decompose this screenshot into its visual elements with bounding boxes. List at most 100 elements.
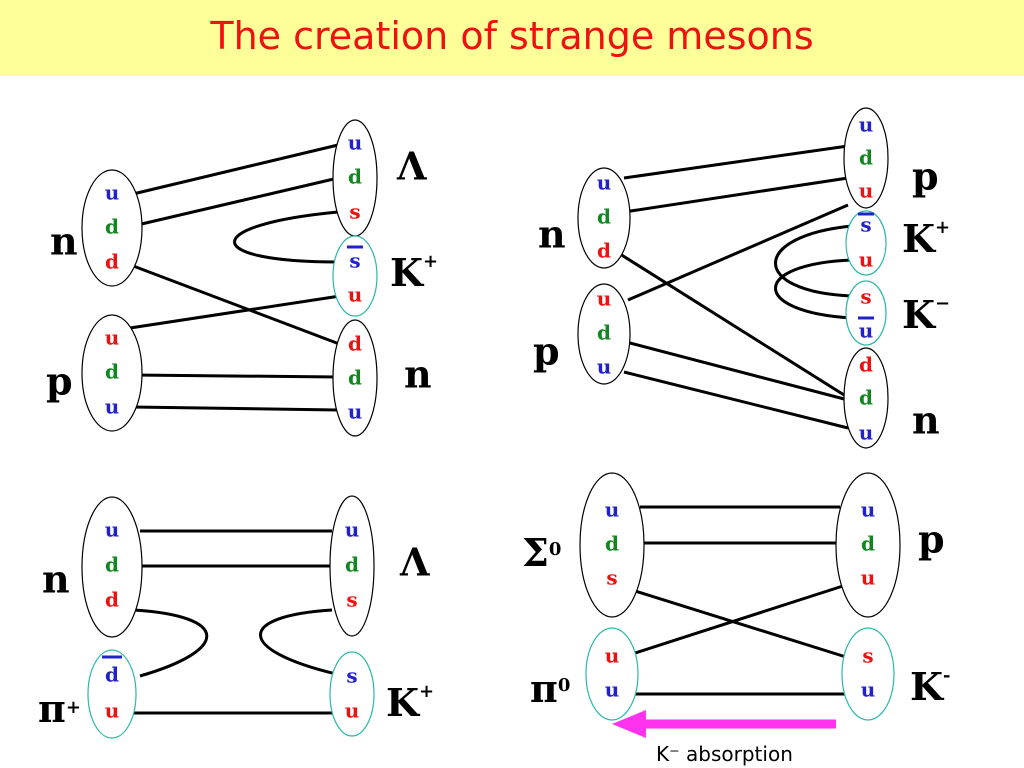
quark: u [105, 518, 120, 542]
quark: s [349, 249, 360, 273]
particle-label: n [912, 398, 940, 443]
particle-label: K− [902, 292, 950, 337]
quark-line [131, 405, 339, 412]
quark: s [862, 644, 873, 668]
particle-label-main: Σ [522, 530, 549, 575]
quark: u [859, 248, 874, 272]
quark: d [105, 588, 119, 612]
absorption-arrow-head [612, 710, 646, 738]
particle-label: n [42, 557, 70, 602]
particle-label: Λ [399, 540, 430, 585]
title-bar [0, 0, 1024, 76]
particle-label: p [912, 154, 939, 199]
particle-label-sup: + [935, 217, 950, 238]
meson-oval-kplus [332, 235, 378, 317]
particle-label-main: K [910, 664, 945, 709]
quark: s [860, 213, 871, 237]
quark-line [623, 144, 849, 180]
quark: u [597, 355, 612, 379]
quark: d [105, 360, 119, 384]
particle-label-main: π [38, 686, 66, 731]
quark: u [345, 699, 360, 723]
particle-label-main: π [530, 666, 558, 711]
particle-label-sup: + [423, 251, 438, 272]
quark: s [349, 200, 360, 224]
hadron-oval-p [843, 107, 889, 209]
quark: d [105, 215, 119, 239]
particle-label: π0 [530, 666, 570, 711]
quark-line [132, 176, 339, 228]
quark-line [129, 294, 341, 330]
hadron-oval-lambda [329, 495, 375, 637]
particle-label: K- [910, 664, 951, 709]
quark: d [859, 386, 873, 410]
quark: u [861, 566, 876, 590]
quark: d [348, 165, 362, 189]
pair-creation-loop [233, 210, 339, 264]
particle-label: π+ [38, 686, 81, 731]
quark: u [105, 699, 120, 723]
particle-label-main: K [386, 680, 421, 725]
particle-label-sup: + [419, 681, 434, 702]
particle-label: p [918, 517, 945, 562]
quark: u [859, 421, 874, 445]
quark: s [346, 588, 357, 612]
particle-label: Σ0 [522, 530, 561, 575]
hadron-oval-n [843, 347, 889, 449]
absorption-caption: K⁻ absorption [656, 742, 793, 766]
quark: d [597, 205, 611, 229]
quark: u [605, 678, 620, 702]
quark: u [605, 498, 620, 522]
particle-label: p [46, 359, 73, 404]
quark: d [859, 353, 873, 377]
quark-line [631, 583, 847, 656]
particle-label-sup: 0 [558, 675, 571, 696]
meson-oval-kminus [841, 627, 895, 721]
panel-top-right: u d d u d u u d u s u s u d d u n p p K+… [533, 107, 950, 449]
hadron-oval-n [81, 169, 143, 287]
particle-label: p [533, 329, 560, 374]
slide-title: The creation of strange mesons [210, 14, 814, 58]
particle-label-sup: + [66, 697, 81, 718]
particle-label: K+ [902, 216, 950, 261]
hadron-oval-sigma [579, 472, 645, 618]
particle-label-main: K [902, 216, 937, 261]
pair-creation-loop [774, 258, 853, 320]
quark: d [105, 553, 119, 577]
quark-line [623, 176, 849, 214]
hadron-oval-p [81, 314, 143, 432]
hadron-oval-n [332, 319, 378, 437]
meson-oval-pizero [585, 627, 639, 721]
quark: u [859, 113, 874, 137]
quark: d [861, 532, 875, 556]
quark: d [105, 663, 119, 687]
particle-label-sup: 0 [549, 539, 562, 560]
quark-line [631, 588, 847, 659]
particle-label-main: K [390, 250, 425, 295]
particle-label-sup: - [943, 665, 950, 686]
quark: u [105, 181, 120, 205]
hadron-oval-n [577, 167, 631, 269]
quark-line [131, 373, 339, 379]
quark: u [348, 400, 363, 424]
quark: s [606, 566, 617, 590]
particle-label: n [538, 212, 566, 257]
quark: s [860, 285, 871, 309]
quark-line [623, 370, 849, 430]
quark-line [619, 252, 853, 402]
quark: u [861, 498, 876, 522]
particle-label: n [404, 352, 432, 397]
quark: u [605, 644, 620, 668]
quark-line [127, 262, 343, 347]
hadron-oval-n [81, 496, 143, 638]
particle-label: n [50, 219, 78, 264]
pair-creation-loop [774, 224, 853, 298]
particle-label: K+ [390, 250, 438, 295]
quark: d [105, 250, 119, 274]
particle-label: Λ [396, 144, 427, 189]
meson-oval-kplus [845, 210, 887, 276]
quark: s [346, 664, 357, 688]
meson-oval-kminus [845, 280, 887, 346]
particle-label-sup: − [935, 293, 950, 314]
